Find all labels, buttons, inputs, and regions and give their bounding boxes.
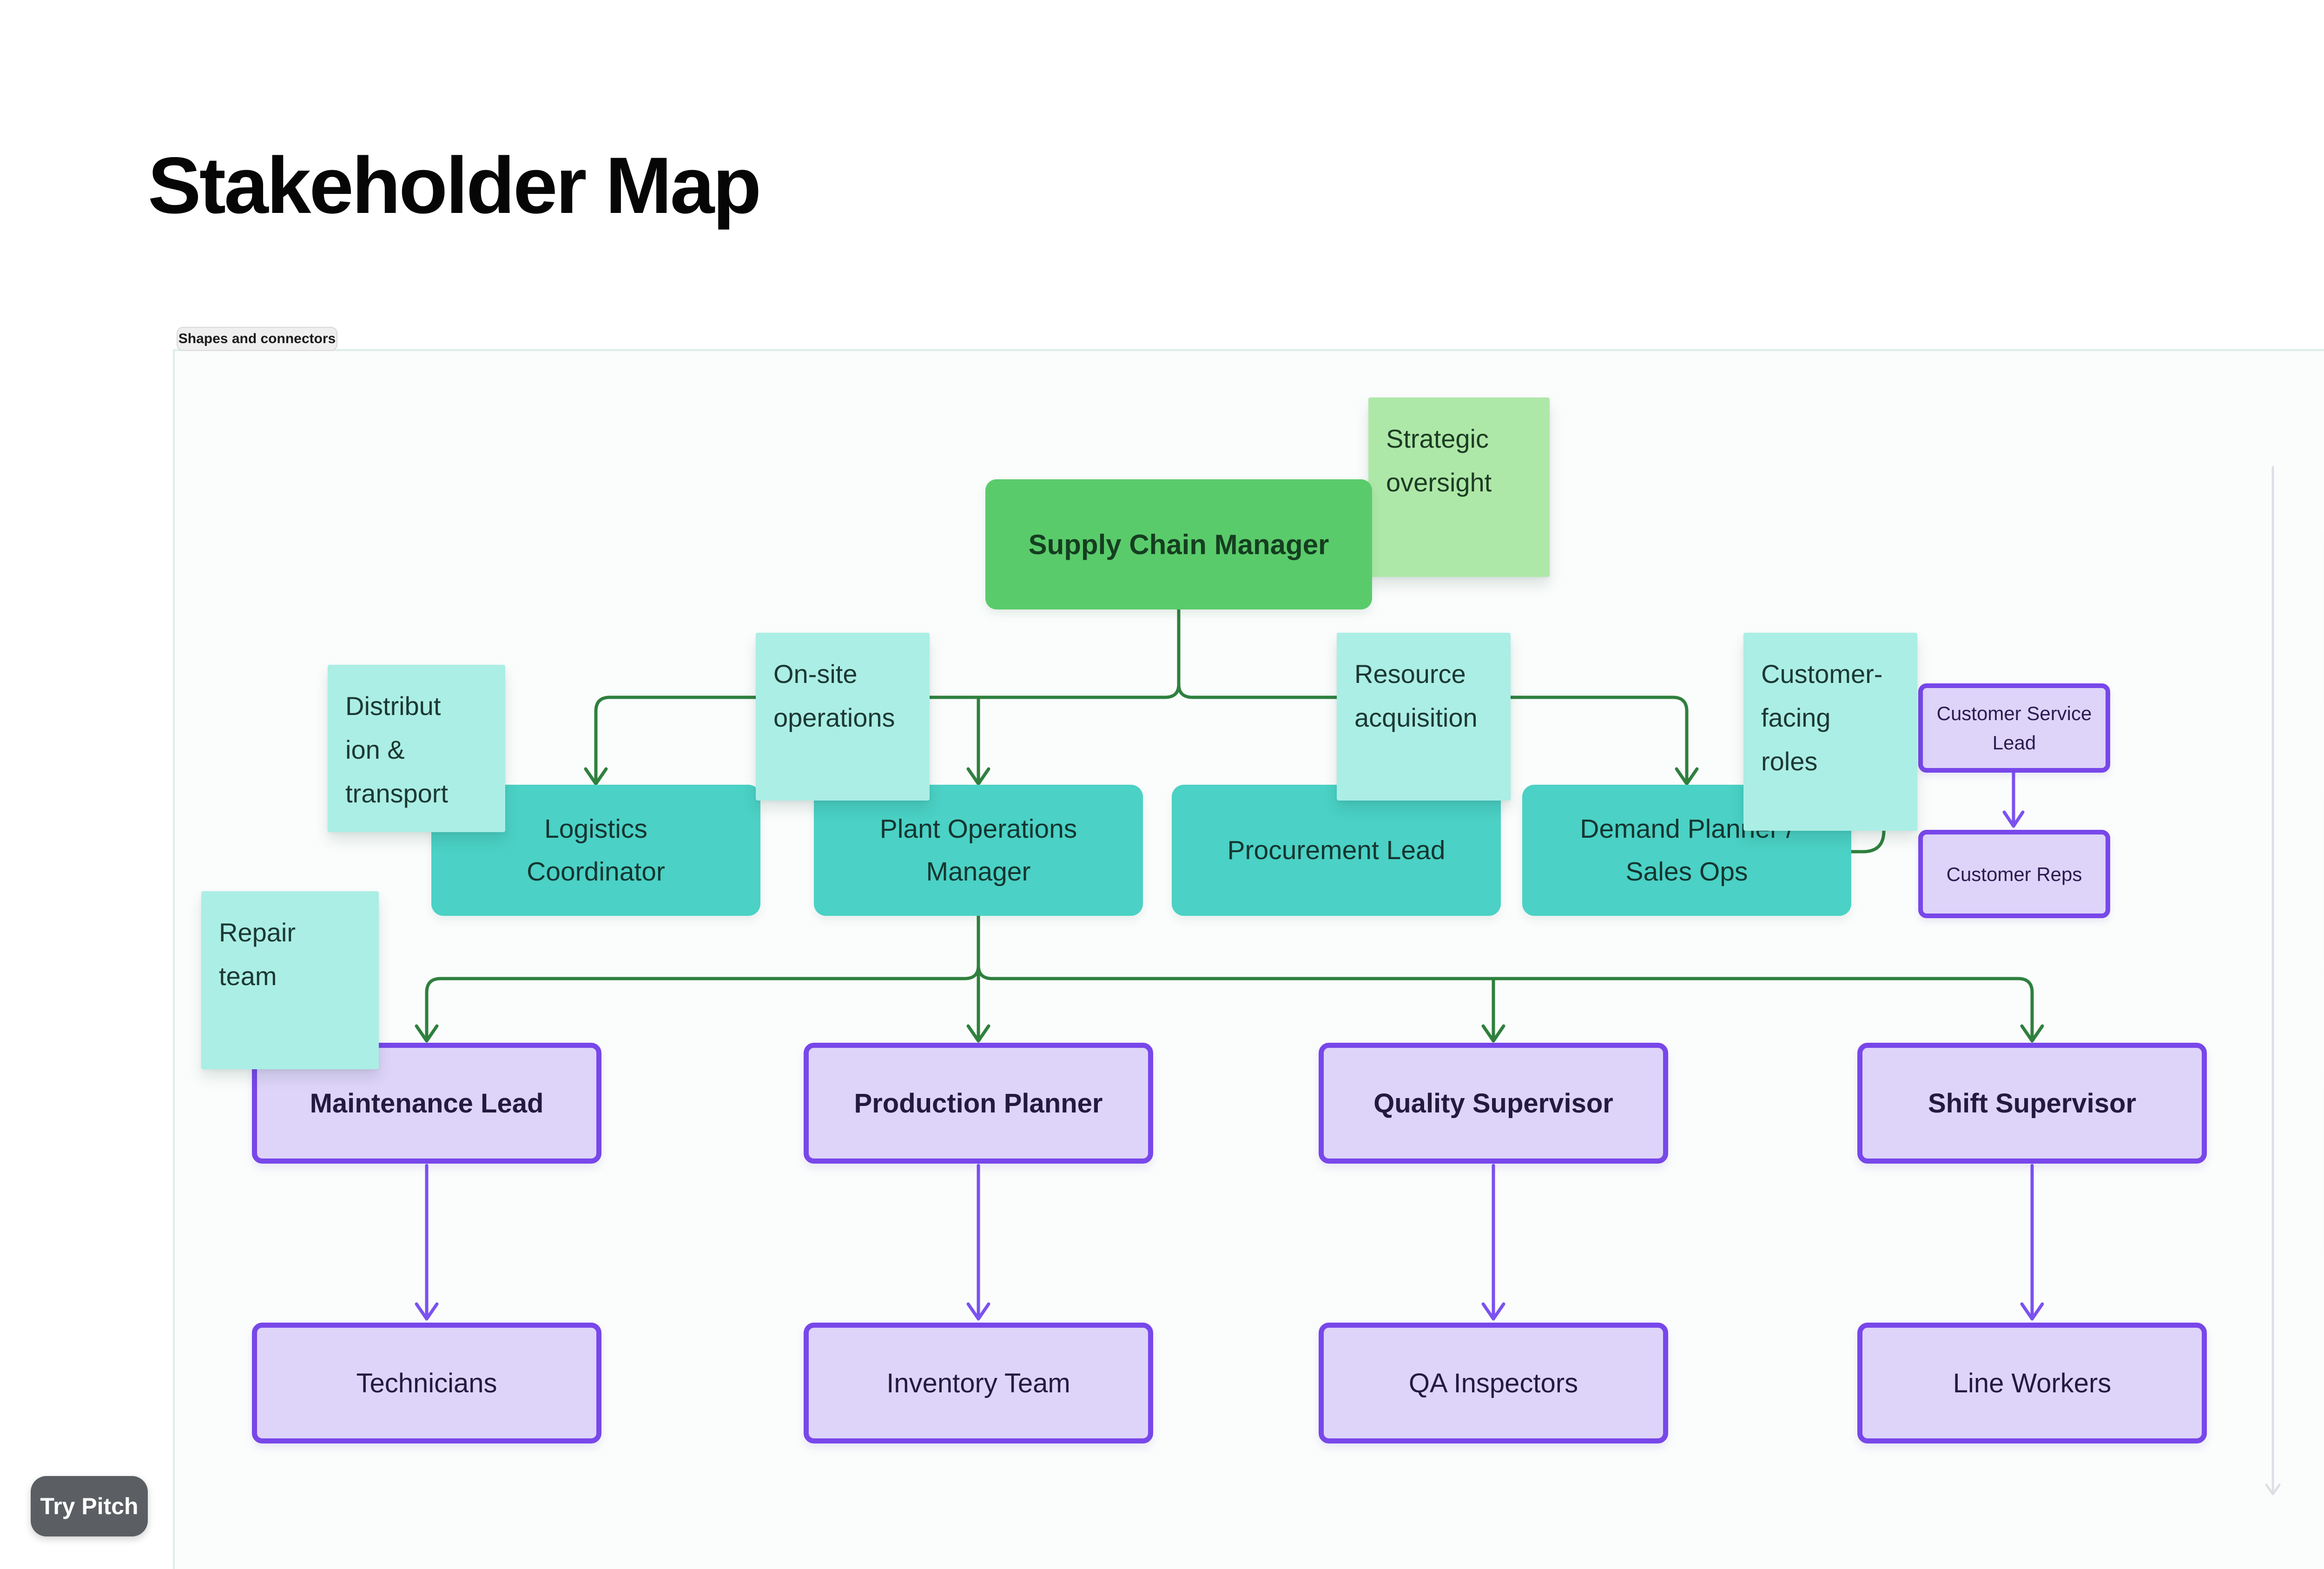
node-shift-supervisor[interactable]: Shift Supervisor (1857, 1043, 2207, 1164)
node-supply-chain-manager[interactable]: Supply Chain Manager (985, 479, 1372, 609)
sticky-resource-acquisition[interactable]: Resource acquisition (1337, 633, 1511, 801)
node-production-planner[interactable]: Production Planner (804, 1043, 1153, 1164)
node-line-workers[interactable]: Line Workers (1857, 1323, 2207, 1443)
page-title: Stakeholder Map (148, 141, 761, 230)
node-procurement-lead[interactable]: Procurement Lead (1172, 785, 1501, 916)
sticky-distribution-transport[interactable]: Distribut ion & transport (328, 665, 505, 832)
node-logistics-coordinator[interactable]: Logistics Coordinator (431, 785, 760, 916)
node-customer-reps[interactable]: Customer Reps (1918, 830, 2110, 918)
node-quality-supervisor[interactable]: Quality Supervisor (1319, 1043, 1668, 1164)
node-plant-operations-manager[interactable]: Plant Operations Manager (814, 785, 1143, 916)
node-qa-inspectors[interactable]: QA Inspectors (1319, 1323, 1668, 1443)
sticky-customer-facing-roles[interactable]: Customer- facing roles (1743, 633, 1917, 831)
node-technicians[interactable]: Technicians (252, 1323, 601, 1443)
sticky-repair-team[interactable]: Repair team (201, 891, 379, 1069)
node-inventory-team[interactable]: Inventory Team (804, 1323, 1153, 1443)
node-customer-service-lead[interactable]: Customer Service Lead (1918, 683, 2110, 773)
sticky-on-site-operations[interactable]: On-site operations (756, 633, 930, 801)
try-pitch-button[interactable]: Try Pitch (31, 1476, 148, 1536)
sticky-strategic-oversight[interactable]: Strategic oversight (1368, 397, 1550, 577)
canvas-section-tag[interactable]: Shapes and connectors (177, 327, 337, 351)
